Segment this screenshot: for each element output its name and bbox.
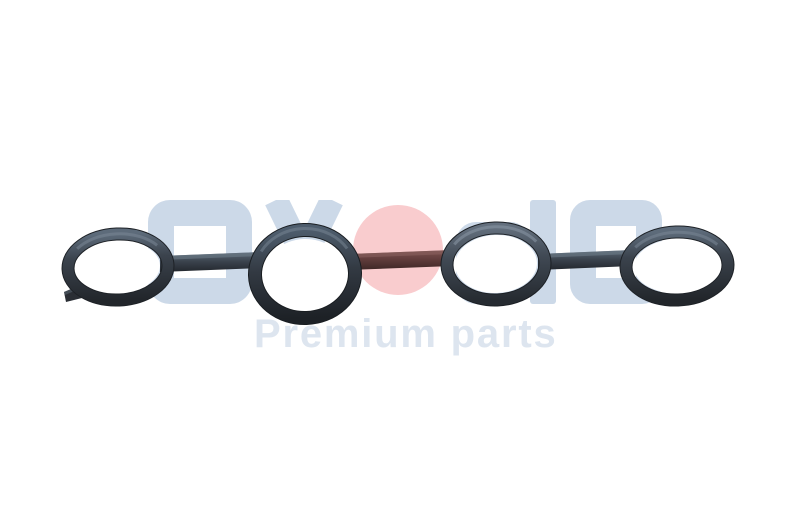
gasket-port-2 [248,222,362,326]
gasket-bridge-3-4 [538,250,632,270]
gasket-port-3 [440,221,552,307]
gasket-bridge-2-3 [348,250,452,270]
gasket-port-4 [619,225,735,307]
gasket-bridge-1-2 [160,252,262,272]
gasket-port-1 [61,227,175,307]
